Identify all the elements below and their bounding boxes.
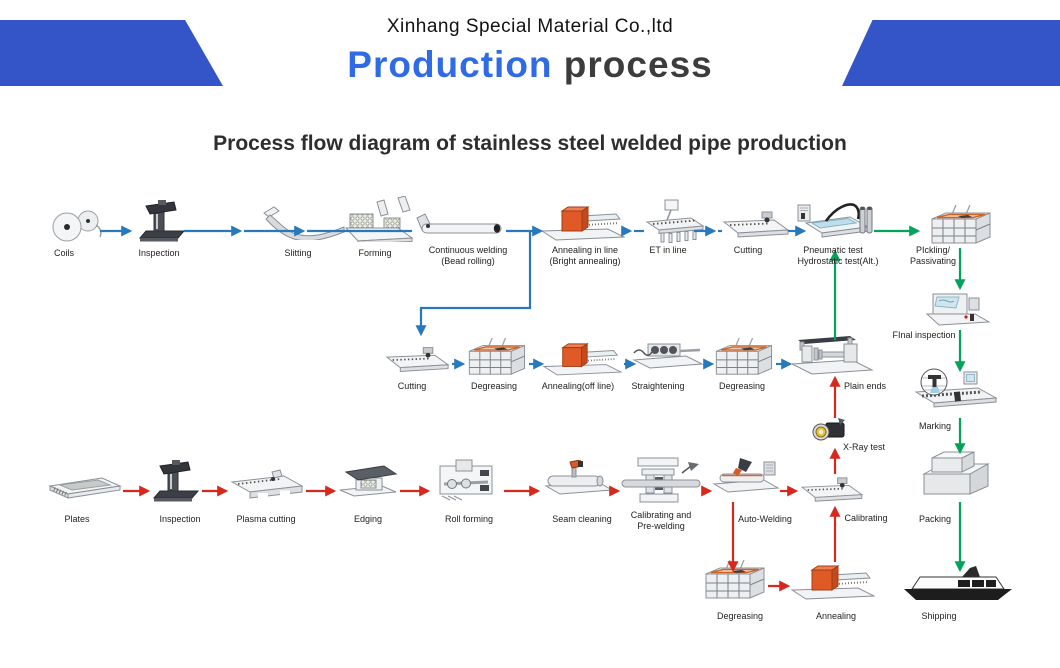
label-inspection-2: Inspection: [159, 514, 200, 524]
label-slitting: Slitting: [284, 248, 311, 258]
label-cutting: Cutting: [734, 245, 763, 255]
shipping-ship-icon: [903, 565, 1013, 601]
label-et-in-line: ET in line: [649, 245, 686, 255]
banner-shape-right: [842, 20, 1060, 86]
annealing-in-line-furnace-icon: [541, 206, 625, 241]
label-pneumatic-test-1: Pneumatic test: [803, 245, 863, 255]
cutting-table-icon: [723, 211, 789, 238]
label-annealing-in-line-1: Annealing in line: [552, 245, 618, 255]
packing-boxes-icon: [923, 451, 989, 495]
diagram-subtitle: Process flow diagram of stainless steel …: [213, 132, 847, 155]
label-marking: Marking: [919, 421, 951, 431]
roll-forming-machine-icon: [438, 458, 494, 502]
label-pickling-1: PIckling/: [916, 245, 951, 255]
plates-icon: [48, 476, 122, 500]
continuous-welding-pipe-icon: [416, 213, 502, 234]
final-inspection-machine-icon: [926, 293, 990, 326]
label-calibrating-pre-welding-1: Calibrating and: [631, 510, 692, 520]
label-final-inspection: FInal inspection: [892, 330, 955, 340]
label-plain-ends: Plain ends: [844, 381, 887, 391]
straightening-machine-icon: [632, 342, 704, 370]
edging-machine-icon: [339, 465, 397, 497]
auto-welding-machine-icon: [713, 457, 779, 493]
offline-cutting-table-icon: [386, 346, 449, 373]
flow-lines-green: [829, 225, 966, 573]
label-x-ray-test: X-Ray test: [843, 442, 886, 452]
label-cutting-offline: Cutting: [398, 381, 427, 391]
label-calibrating-pre-welding-2: Pre-welding: [637, 521, 685, 531]
degreasing-tank-icon-2: [715, 338, 773, 375]
plasma-cutting-table-icon: [231, 469, 303, 500]
annealing-off-line-furnace-icon: [542, 342, 622, 376]
label-annealing-in-line-2: (Bright annealing): [549, 256, 620, 266]
label-inspection: Inspection: [138, 248, 179, 258]
inspection-machine-icon: [139, 199, 185, 242]
annealing-furnace-icon-2: [791, 565, 875, 600]
label-packing: Packing: [919, 514, 951, 524]
label-annealing-2: Annealing: [816, 611, 856, 621]
flow-lines-blue: [100, 225, 807, 370]
marking-machine-icon: [914, 368, 998, 409]
slitting-strip-icon: [263, 206, 345, 240]
label-plasma-cutting: Plasma cutting: [236, 514, 295, 524]
label-coils: Coils: [54, 248, 75, 258]
inspection-machine-icon-2: [153, 459, 199, 502]
label-forming: Forming: [358, 248, 391, 258]
label-pickling-2: Passivating: [910, 256, 956, 266]
label-seam-cleaning: Seam cleaning: [552, 514, 612, 524]
label-plates: Plates: [64, 514, 90, 524]
et-in-line-bench-icon: [646, 199, 704, 244]
station-labels: Coils Inspection Slitting Forming Contin…: [54, 245, 957, 621]
degreasing-tank-icon-3: [705, 560, 765, 599]
pneumatic-test-machine-icon: [796, 203, 874, 239]
label-edging: Edging: [354, 514, 382, 524]
degreasing-tank-icon-1: [468, 338, 526, 375]
x-ray-camera-icon: [812, 418, 846, 441]
company-name: Xinhang Special Material Co.,ltd: [386, 16, 674, 37]
flow-lines-red: [123, 375, 841, 592]
plain-ends-machine-icon: [791, 335, 873, 375]
page-title-highlight: Production: [347, 44, 553, 85]
calibrating-pre-welding-frame-icon: [621, 457, 701, 503]
pickling-tank-icon: [931, 205, 991, 244]
label-roll-forming: Roll forming: [445, 514, 493, 524]
coils-icon: [52, 210, 102, 242]
page-title: Production process: [0, 44, 1060, 86]
label-annealing-off-line: Annealing(off line): [542, 381, 614, 391]
label-degreasing-2: Degreasing: [719, 381, 765, 391]
label-shipping: Shipping: [921, 611, 956, 621]
label-continuous-welding-1: Continuous welding: [429, 245, 508, 255]
label-pneumatic-test-2: Hydrostatic test(Alt.): [797, 256, 878, 266]
label-straightening: Straightening: [631, 381, 684, 391]
label-degreasing-1: Degreasing: [471, 381, 517, 391]
forming-machine-icon: [345, 196, 413, 242]
seam-cleaning-machine-icon: [545, 460, 613, 495]
label-calibrating: Calibrating: [844, 513, 887, 523]
label-continuous-welding-2: (Bead rolling): [441, 256, 495, 266]
page-title-rest: process: [552, 44, 713, 85]
label-auto-welding: Auto-Welding: [738, 514, 792, 524]
label-degreasing-3: Degreasing: [717, 611, 763, 621]
calibrating-table-icon: [801, 476, 863, 503]
banner-shape-left: [0, 20, 223, 86]
